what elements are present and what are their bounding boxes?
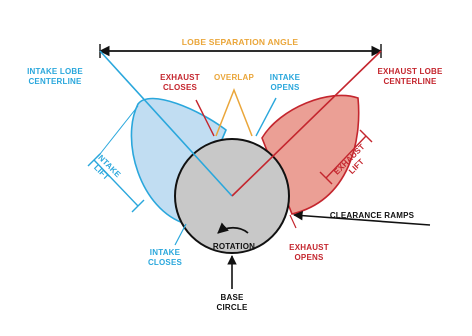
lobe-separation-label: LOBE SEPARATION ANGLE bbox=[182, 37, 299, 47]
exhaust-centerline bbox=[231, 50, 382, 197]
intake-lift-dimension bbox=[93, 159, 139, 207]
rotation-arrow bbox=[217, 222, 249, 234]
exhaust-opens-label-1: EXHAUST bbox=[289, 243, 329, 252]
intake-centerline-label-2: CENTERLINE bbox=[28, 77, 82, 86]
base-circle-label-1: BASE bbox=[220, 293, 243, 302]
intake-closes-label-2: CLOSES bbox=[148, 258, 183, 267]
exhaust-centerline-label-1: EXHAUST LOBE bbox=[377, 67, 443, 76]
intake-opens-label-2: OPENS bbox=[270, 83, 299, 92]
intake-centerline-label-1: INTAKE LOBE bbox=[27, 67, 83, 76]
intake-centerline bbox=[99, 50, 233, 197]
clearance-ramps-label: CLEARANCE RAMPS bbox=[330, 211, 415, 220]
exhaust-lift-dimension bbox=[325, 135, 367, 179]
exhaust-closes-label-1: EXHAUST bbox=[160, 73, 200, 82]
intake-opens-label-1: INTAKE bbox=[270, 73, 301, 82]
exhaust-opens-label-2: OPENS bbox=[294, 253, 323, 262]
exhaust-closes-pointer bbox=[195, 99, 215, 137]
exhaust-centerline-label-2: CENTERLINE bbox=[383, 77, 437, 86]
base-circle-label-2: CIRCLE bbox=[217, 303, 248, 312]
intake-closes-label-1: INTAKE bbox=[150, 248, 181, 257]
overlap-bracket bbox=[215, 87, 253, 137]
clearance-ramps-arrow bbox=[293, 210, 431, 226]
overlap-label: OVERLAP bbox=[214, 73, 255, 82]
exhaust-closes-label-2: CLOSES bbox=[163, 83, 198, 92]
rotation-label: ROTATION bbox=[213, 242, 255, 251]
intake-opens-pointer bbox=[255, 97, 277, 137]
